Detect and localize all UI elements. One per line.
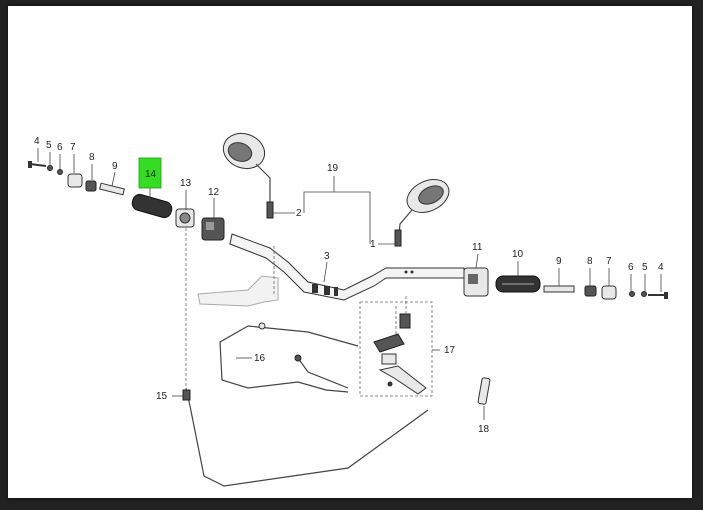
callout-8-left[interactable]: 8 [89, 152, 95, 163]
left-grip-14[interactable] [131, 193, 174, 219]
callout-11[interactable]: 11 [472, 242, 483, 253]
callout-2[interactable]: 2 [296, 208, 302, 219]
handlebar-exploded-diagram: 4 5 6 7 8 9 14 13 12 19 2 1 3 11 10 9 8 … [28, 128, 668, 487]
left-end-weight-7[interactable] [67, 173, 83, 188]
callout-16[interactable]: 16 [254, 353, 266, 364]
clutch-cable-16[interactable] [219, 322, 359, 393]
callouts: 4 5 6 7 8 9 14 13 12 19 2 1 3 11 10 9 8 … [34, 136, 664, 435]
left-insert-9[interactable] [99, 182, 125, 196]
left-sleeve-8[interactable] [85, 180, 97, 192]
callout-6-right[interactable]: 6 [628, 262, 634, 273]
throttle-housing-13[interactable] [175, 208, 195, 228]
right-bolt-4[interactable] [648, 292, 668, 299]
callout-15[interactable]: 15 [156, 391, 168, 402]
callout-12[interactable]: 12 [208, 187, 220, 198]
left-mirror[interactable] [218, 128, 274, 219]
right-insert-9[interactable] [543, 285, 575, 293]
callout-14[interactable]: 14 [145, 169, 157, 180]
callout-9-left[interactable]: 9 [112, 161, 118, 172]
right-mirror[interactable] [394, 173, 454, 247]
callout-17[interactable]: 17 [444, 345, 456, 356]
diagram-canvas: 4 5 6 7 8 9 14 13 12 19 2 1 3 11 10 9 8 … [8, 6, 692, 498]
callout-5-right[interactable]: 5 [642, 262, 648, 273]
callout-13[interactable]: 13 [180, 178, 192, 189]
right-washer-5[interactable] [641, 291, 647, 297]
right-end-weight-7[interactable] [601, 285, 617, 300]
callout-5-left[interactable]: 5 [46, 140, 52, 151]
callout-18[interactable]: 18 [478, 424, 490, 435]
callout-7-left[interactable]: 7 [70, 142, 76, 153]
callout-10[interactable]: 10 [512, 249, 524, 260]
callout-8-right[interactable]: 8 [587, 256, 593, 267]
left-bolt-4[interactable] [28, 161, 47, 168]
leader-lines [37, 148, 662, 420]
callout-19[interactable]: 19 [327, 163, 339, 174]
callout-1[interactable]: 1 [370, 239, 376, 250]
right-sleeve-8[interactable] [584, 285, 597, 297]
callout-3[interactable]: 3 [324, 251, 330, 262]
callout-4-right[interactable]: 4 [658, 262, 664, 273]
throttle-cable-15[interactable] [182, 387, 429, 487]
left-washer-5[interactable] [47, 165, 53, 171]
switch-housing-12[interactable] [201, 217, 225, 241]
callout-6-left[interactable]: 6 [57, 142, 63, 153]
bolt-18[interactable] [477, 377, 491, 405]
callout-9-right[interactable]: 9 [556, 256, 562, 267]
callout-4-left[interactable]: 4 [34, 136, 40, 147]
right-washer-6[interactable] [629, 291, 635, 297]
brake-assembly-box [359, 301, 433, 397]
left-washer-6[interactable] [57, 169, 63, 175]
right-switch-11[interactable] [463, 267, 489, 297]
callout-7-right[interactable]: 7 [606, 256, 612, 267]
left-lever-ghost [197, 275, 279, 307]
right-grip-10[interactable] [495, 275, 541, 293]
brake-lever-assembly-17[interactable] [373, 296, 427, 395]
